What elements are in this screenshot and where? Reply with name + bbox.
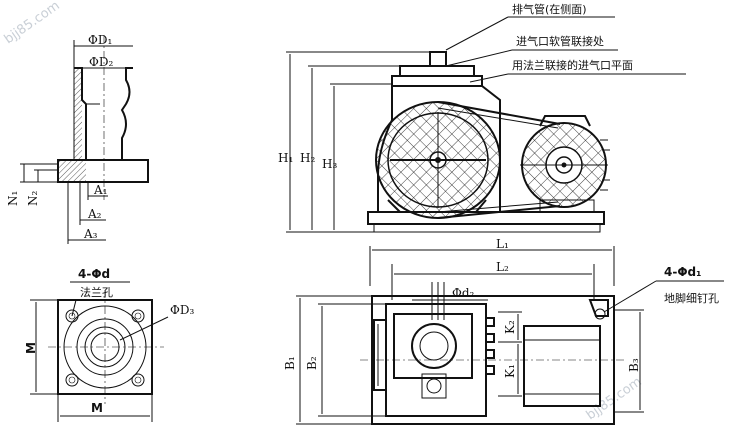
label-4-d1: 4-Φd₁ — [664, 265, 701, 279]
dim-d2: Φd₂ — [452, 286, 475, 300]
label-foot-hole: 地脚细钉孔 — [664, 291, 719, 305]
dim-L1: L₁ — [496, 237, 509, 251]
dim-B3: B₃ — [627, 358, 641, 372]
flange-section-view: ΦD₁ ΦD₂ N₁ N₂ A₁ A₂ A₃ — [6, 33, 149, 244]
dim-K1: K₁ — [503, 364, 517, 378]
dim-K2: K₂ — [503, 320, 517, 334]
dim-B1: B₁ — [283, 356, 297, 370]
dim-A2: A₂ — [87, 207, 102, 221]
dim-N1: N₁ — [6, 191, 20, 206]
watermark-top-left: bjj85.com — [2, 0, 63, 47]
dim-H1: H₁ — [278, 151, 293, 165]
label-flange-hole: 法兰孔 — [80, 285, 113, 299]
dim-H3: H₃ — [322, 157, 337, 171]
callout-hose: 进气口软管联接处 — [516, 34, 604, 48]
dim-N2: N₂ — [26, 191, 40, 207]
dim-D1: ΦD₁ — [88, 33, 112, 47]
dim-M-bottom: M — [91, 401, 103, 415]
pump-side-view: 排气管(在侧面) 进气口软管联接处 用法兰联接的进气口平面 H₁ H₂ H₃ — [278, 2, 686, 233]
dim-M-side: M — [24, 342, 38, 354]
pump-plan-view: L₁ L₂ Φd₂ K₂ K₁ — [283, 237, 724, 425]
flange-top-view: 4-Φd 法兰孔 ΦD₃ M M — [24, 267, 194, 422]
label-4-d: 4-Φd — [78, 267, 110, 281]
dim-H2: H₂ — [300, 151, 315, 165]
dim-A3: A₃ — [83, 227, 98, 241]
dim-B2: B₂ — [305, 356, 319, 370]
dim-D3: ΦD₃ — [170, 303, 194, 317]
dim-L2: L₂ — [496, 260, 509, 274]
dim-D2: ΦD₂ — [89, 55, 113, 69]
callout-flange-plane: 用法兰联接的进气口平面 — [512, 58, 633, 72]
callout-exhaust: 排气管(在侧面) — [512, 2, 587, 16]
dim-A1: A₁ — [93, 183, 107, 197]
